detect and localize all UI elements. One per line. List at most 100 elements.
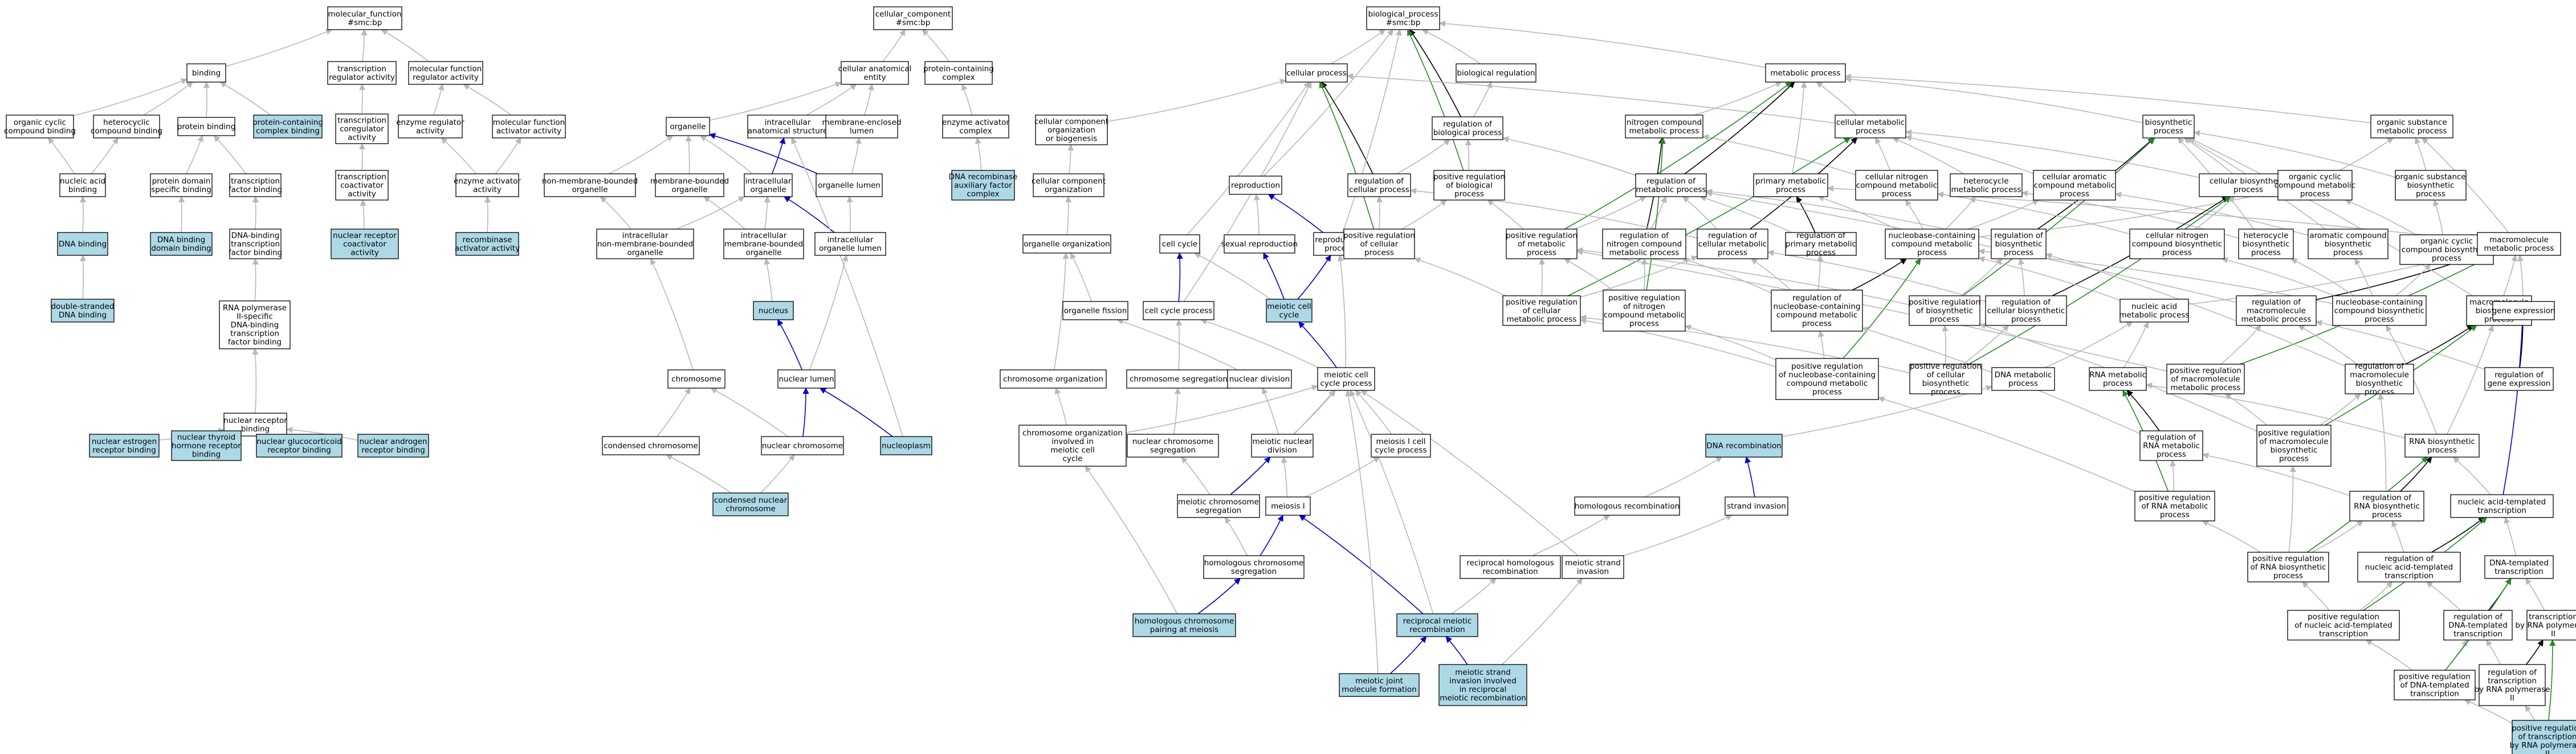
term-node[interactable]: condensed chromosome [602,436,700,455]
term-node[interactable]: cellular_component#smc:bp [873,6,953,30]
term-node[interactable]: DNA binding [57,232,108,256]
term-node[interactable]: molecular_function#smc:bp [327,6,402,30]
term-node[interactable]: sexual reproduction [1221,234,1298,254]
term-node[interactable]: metabolic process [1765,63,1846,83]
term-node[interactable]: reproduction [1229,176,1282,195]
term-node[interactable]: organelle organization [1022,234,1111,254]
term-node[interactable]: chromosome segregation [1126,369,1231,389]
term-node[interactable]: chromosome organization [1000,369,1107,389]
term-node[interactable]: DNA recombination [1705,434,1783,458]
term-node[interactable]: chromosome [667,369,725,389]
term-node[interactable]: biological_process#smc:bp [1366,6,1440,30]
term-node[interactable]: nucleus [753,301,794,320]
term-node[interactable]: cellular process [1285,63,1348,83]
term-node[interactable]: meiosis I [1265,496,1311,516]
term-node[interactable]: nucleoplasm [880,436,932,455]
term-node[interactable]: protein binding [177,117,236,136]
term-node[interactable]: nuclear lumen [777,369,835,389]
term-node[interactable]: organelle fission [1062,301,1128,320]
term-node[interactable]: organelle lumen [816,173,883,197]
term-node[interactable]: nuclear division [1227,369,1292,389]
